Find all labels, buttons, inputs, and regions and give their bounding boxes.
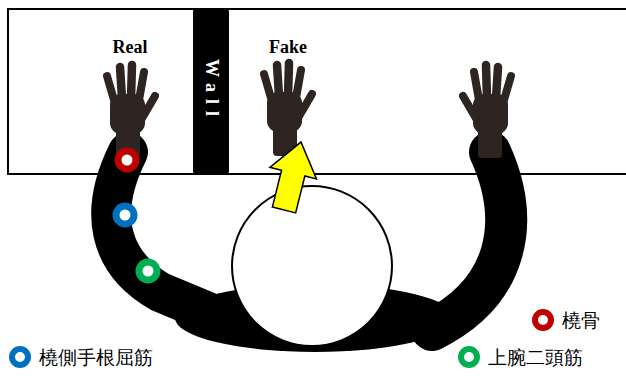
hand-label: Real	[113, 37, 148, 58]
hand-label: Fake	[269, 37, 307, 58]
right-arm	[432, 152, 506, 330]
legend-ring	[458, 346, 480, 368]
legend-ring	[532, 309, 554, 331]
shoulders	[175, 284, 455, 352]
legend-item: 上腕二頭筋	[458, 346, 583, 368]
wall-label: Wall	[201, 59, 222, 123]
legend-label: 橈骨	[562, 309, 600, 331]
biceps-marker	[139, 262, 157, 280]
legend-ring	[9, 346, 31, 368]
head	[232, 186, 392, 346]
wall-partition: Wall	[193, 8, 229, 175]
legend-item: 橈骨	[532, 309, 600, 331]
table-area: Real FakeWall	[7, 8, 626, 175]
legend-label: 橈側手根屈筋	[39, 346, 153, 368]
legend-item: 橈側手根屈筋	[9, 346, 153, 368]
flexor-marker	[116, 206, 134, 224]
legend-label: 上腕二頭筋	[488, 346, 583, 368]
real-arm	[111, 152, 232, 322]
